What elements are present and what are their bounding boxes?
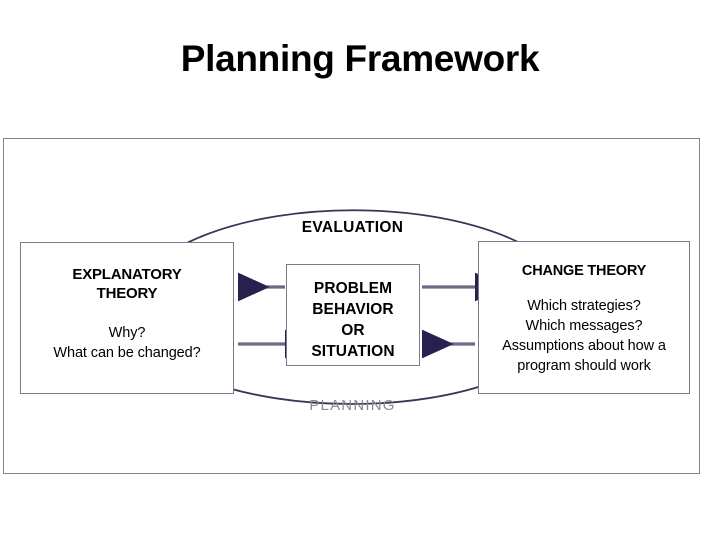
planning-label: PLANNING [309,397,396,414]
evaluation-label: EVALUATION [301,219,404,236]
problem-line-2: BEHAVIOR [312,301,394,318]
explanatory-theory-body: Why? What can be changed? [53,325,201,361]
change-theory-box: CHANGE THEORY Which strategies? Which me… [478,241,690,394]
diagram-frame: EVALUATION PLANNING EXPLANATORY THEORY W… [3,138,700,474]
explanatory-theory-box: EXPLANATORY THEORY Why? What can be chan… [20,242,234,394]
page-title: Planning Framework [180,38,540,79]
problem-behavior-situation-box: PROBLEM BEHAVIOR OR SITUATION [286,264,420,366]
problem-line-1: PROBLEM [313,280,393,297]
change-theory-body: Which strategies? Which messages? Assump… [502,298,666,374]
change-theory-heading: CHANGE THEORY [521,263,647,279]
problem-line-3: OR [341,322,365,339]
problem-line-4: SITUATION [311,343,395,360]
explanatory-theory-heading: EXPLANATORY THEORY [72,266,182,302]
